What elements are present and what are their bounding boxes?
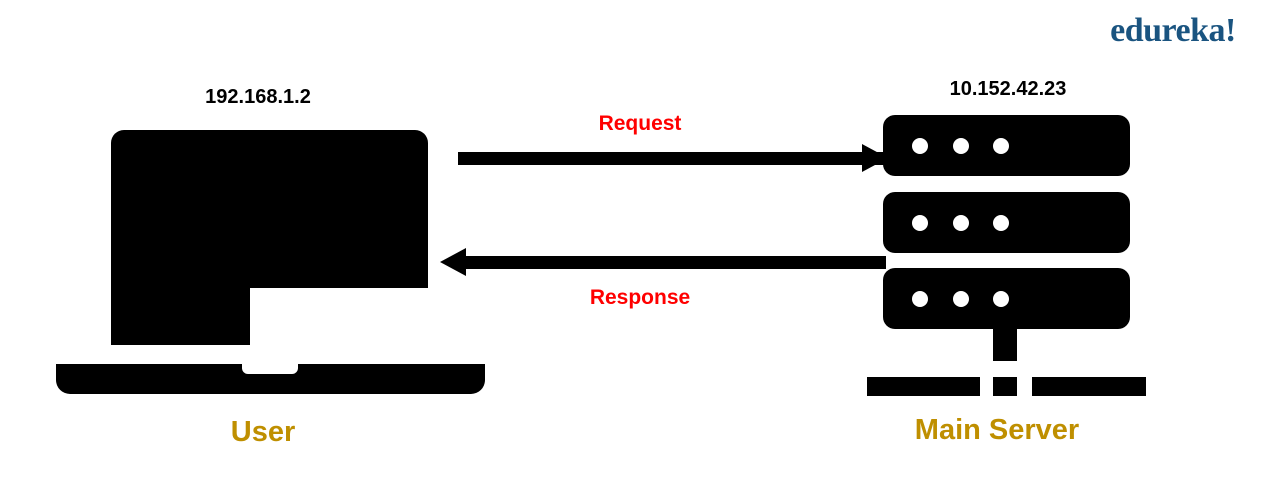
server-stand-stem — [993, 329, 1017, 361]
server-led-icon — [993, 138, 1009, 154]
edureka-logo: edureka! — [1110, 12, 1236, 49]
server-unit — [883, 192, 1130, 253]
server-led-icon — [912, 215, 928, 231]
server-led-icon — [953, 291, 969, 307]
server-title-label: Main Server — [914, 414, 1080, 446]
server-unit — [883, 115, 1130, 176]
server-stack-icon — [867, 115, 1146, 396]
server-led-icon — [993, 291, 1009, 307]
client-ip-address: 192.168.1.2 — [205, 86, 311, 108]
server-ip-address: 10.152.42.23 — [949, 78, 1067, 100]
server-led-icon — [993, 215, 1009, 231]
client-title-label: User — [230, 416, 296, 448]
client-laptop-icon — [0, 0, 520, 443]
server-stand-foot-center — [993, 377, 1017, 396]
server-led-icon — [953, 215, 969, 231]
response-label: Response — [589, 286, 691, 309]
server-led-icon — [912, 138, 928, 154]
request-arrow-head-icon — [862, 144, 888, 172]
response-arrow-head-icon — [440, 248, 466, 276]
server-led-icon — [953, 138, 969, 154]
server-unit — [883, 268, 1130, 329]
request-label: Request — [598, 112, 682, 135]
request-arrow-shaft — [458, 152, 886, 165]
server-stand-foot-right — [1032, 377, 1146, 396]
response-arrow-shaft — [458, 256, 886, 269]
server-stand-foot-left — [867, 377, 980, 396]
laptop-base-notch — [242, 363, 298, 374]
server-led-icon — [912, 291, 928, 307]
